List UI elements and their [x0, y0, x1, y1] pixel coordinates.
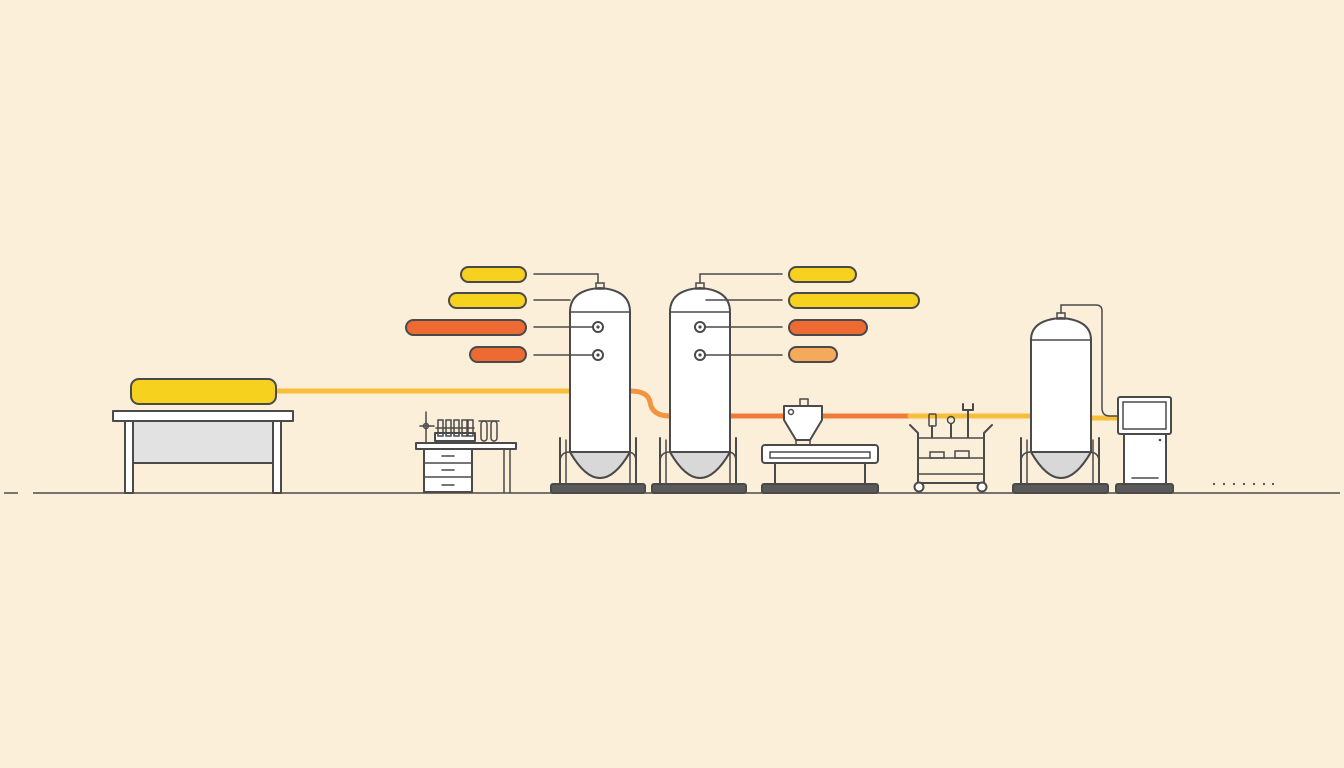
workbench-panel	[132, 420, 274, 464]
tank-3	[1012, 304, 1119, 494]
cart-wheel-right	[976, 481, 988, 493]
tank-1-label-2	[448, 292, 527, 309]
tool-icon	[946, 415, 956, 438]
test-tube-rack-icon	[434, 419, 476, 442]
terminal-base	[1115, 483, 1174, 494]
flow-line-tank1-to-tank2	[627, 388, 673, 419]
tank-3-pipe	[1060, 304, 1119, 417]
wrench-icon	[962, 403, 974, 438]
tank-2-label-1	[788, 266, 857, 283]
hopper-icon	[783, 405, 823, 441]
tank-2-base	[651, 483, 747, 494]
workbench-top	[112, 410, 294, 422]
tank-1-label-3	[405, 319, 527, 336]
floor-dots	[1212, 482, 1275, 486]
tank-1-label-4	[469, 346, 527, 363]
tank-1-body	[569, 287, 631, 479]
screwdriver-icon	[928, 413, 937, 438]
workbench-leg-right	[272, 420, 282, 494]
tank-1-base	[550, 483, 646, 494]
hopper-mixer	[761, 398, 879, 494]
control-terminal	[1115, 396, 1174, 494]
tank-2-labels	[788, 266, 920, 363]
workbench-leg-left	[124, 420, 134, 494]
tank-2-label-3	[788, 319, 868, 336]
lab-bench	[415, 411, 517, 493]
hopper-mixer-base	[761, 483, 879, 494]
tank-2	[651, 273, 783, 494]
tank-1-label-1	[460, 266, 527, 283]
tank-3-base	[1012, 483, 1109, 494]
tank-2-label-4	[788, 346, 838, 363]
tank-1-labels	[405, 266, 527, 363]
workbench-pad	[130, 378, 277, 405]
tank-2-label-2	[788, 292, 920, 309]
tank-1	[533, 273, 646, 494]
test-tubes-icon	[478, 420, 500, 442]
terminal-head	[1117, 396, 1172, 435]
workbench	[112, 378, 294, 494]
tank-2-body	[669, 287, 731, 479]
tool-cart	[909, 403, 993, 493]
terminal-screen-icon	[1122, 401, 1167, 430]
cart-wheel-left	[913, 481, 925, 493]
